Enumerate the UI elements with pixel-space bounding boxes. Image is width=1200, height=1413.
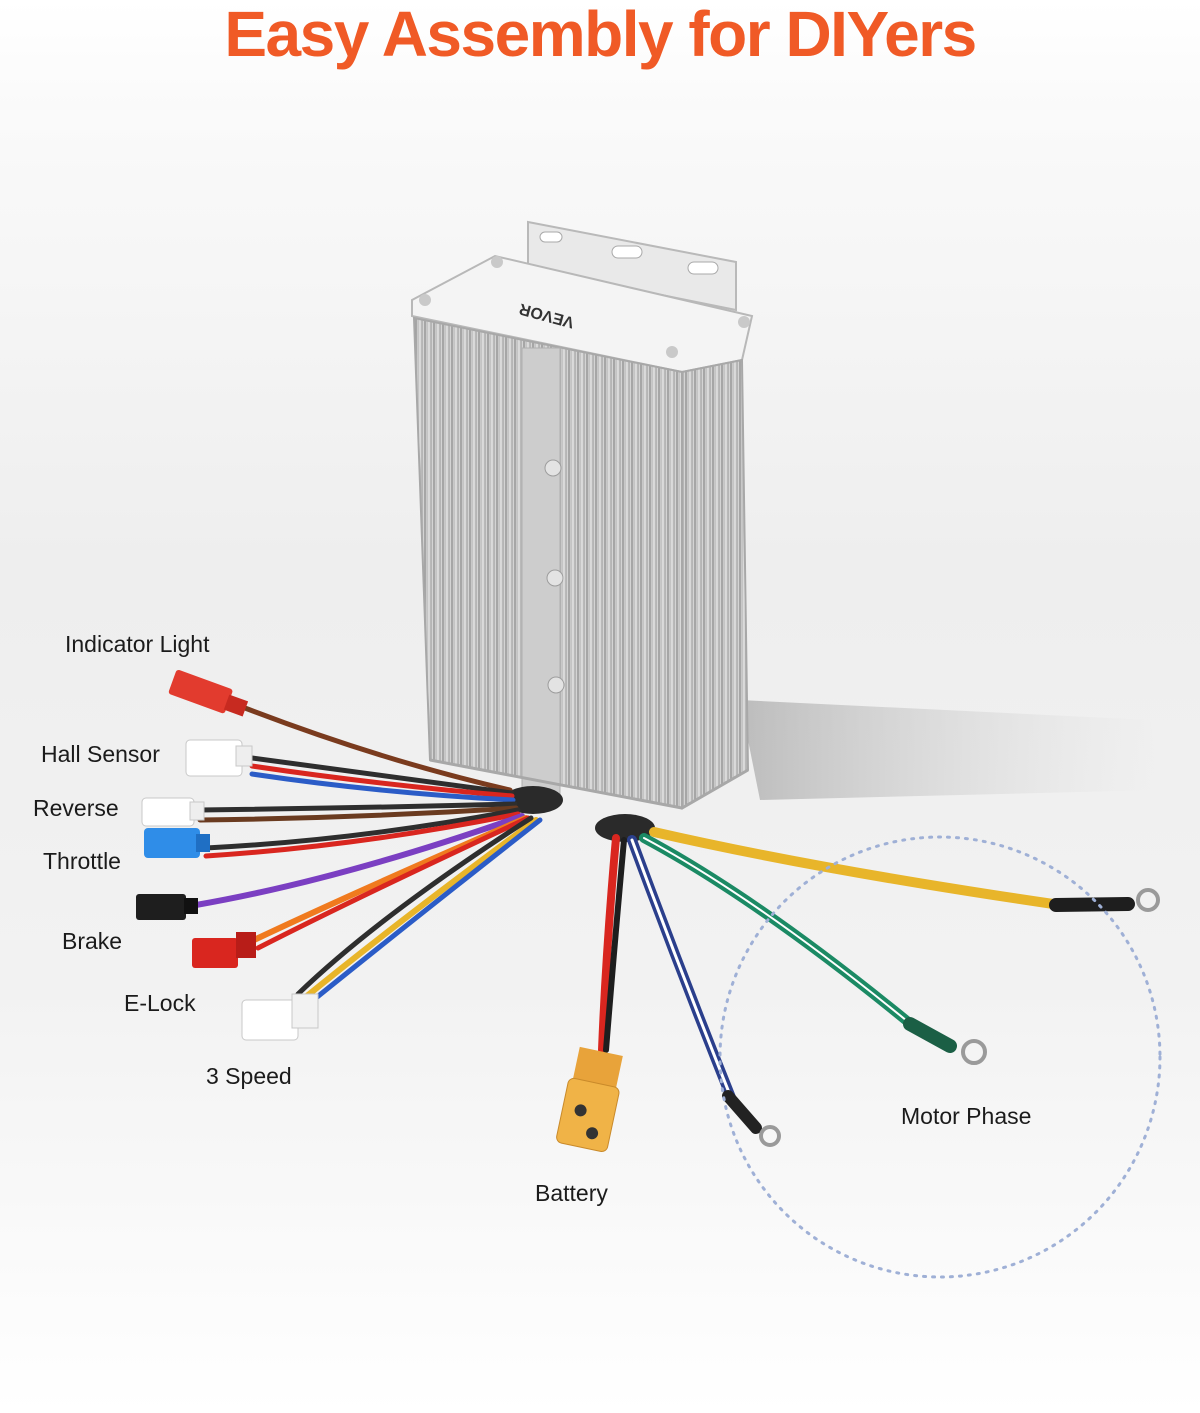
label-battery: Battery — [535, 1180, 608, 1206]
page-title: Easy Assembly for DIYers — [224, 0, 977, 70]
label-hall-sensor: Hall Sensor — [41, 741, 160, 767]
indicator-light-connector — [168, 669, 249, 717]
motor-phase-wires — [627, 827, 1065, 1105]
hall-sensor-connector — [185, 739, 253, 777]
label-e-lock: E-Lock — [124, 990, 196, 1016]
label-3-speed: 3 Speed — [206, 1063, 292, 1089]
label-motor-phase: Motor Phase — [901, 1103, 1032, 1129]
battery-wires — [598, 834, 627, 1054]
signal-wires — [193, 705, 543, 1009]
controller-top-lid: VEVOR — [411, 254, 754, 374]
controller-body — [412, 316, 750, 810]
mounting-bracket — [527, 220, 737, 312]
e-lock-connector — [192, 932, 256, 968]
floor-shadow — [740, 700, 1160, 800]
yellow-ring-terminal — [1049, 897, 1135, 912]
reverse-connector — [141, 797, 205, 827]
label-indicator-light: Indicator Light — [65, 631, 210, 657]
green-ring-terminal — [903, 1017, 957, 1053]
label-reverse: Reverse — [33, 795, 119, 821]
three-speed-connector — [241, 993, 319, 1041]
label-throttle: Throttle — [43, 848, 121, 874]
brake-connector — [136, 894, 198, 920]
blue-ring-terminal — [722, 1090, 762, 1134]
motor-phase-highlight-circle — [718, 835, 1162, 1279]
battery-connector — [556, 1046, 623, 1153]
label-brake: Brake — [62, 928, 123, 954]
throttle-connector — [144, 828, 210, 858]
